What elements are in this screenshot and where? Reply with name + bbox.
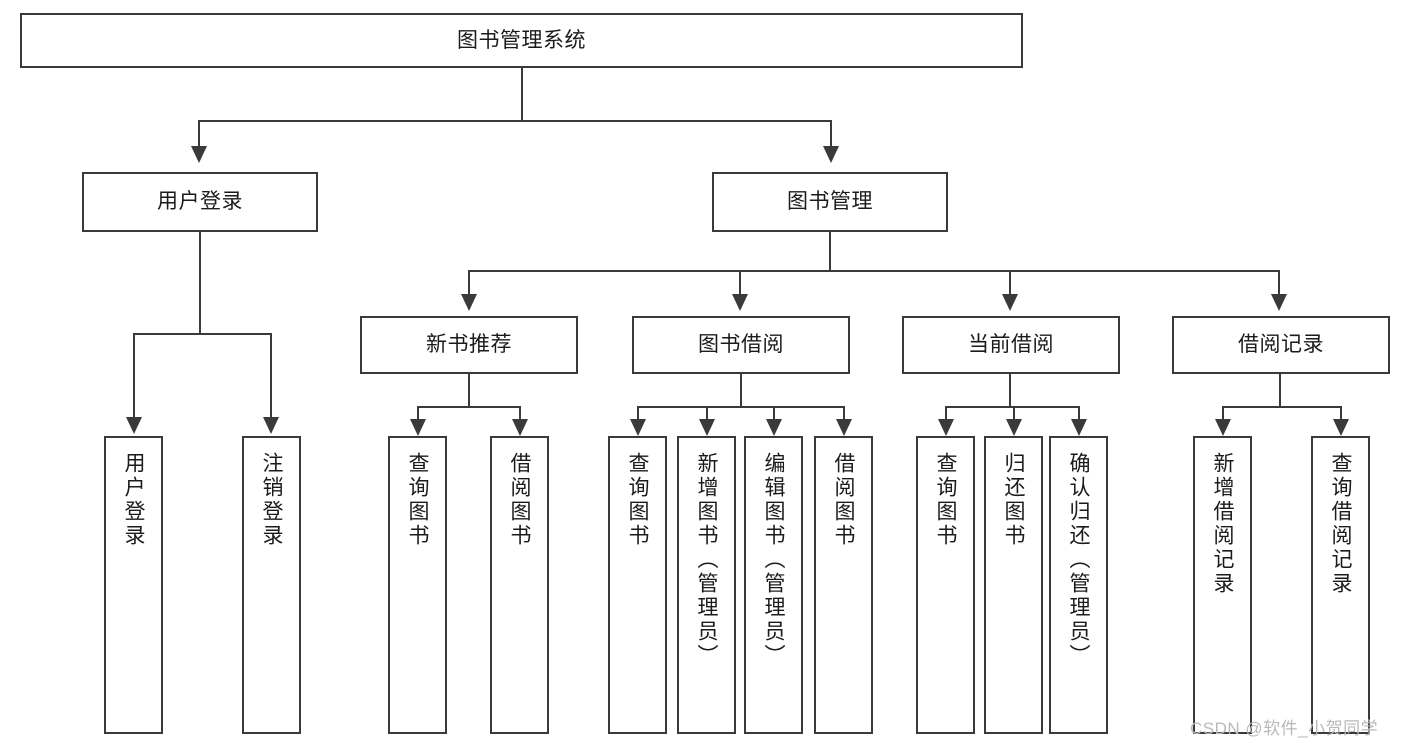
arrowhead-current-l1	[938, 419, 954, 436]
arrowhead-user-login-l1	[126, 417, 142, 434]
leaf-user-login-signout[interactable]: 注销登录	[242, 436, 301, 734]
connector-record-stem	[1279, 374, 1281, 406]
node-label: 归还图书	[1002, 452, 1025, 548]
leaf-borrow-edit-book-admin[interactable]: 编辑图书（管理员）	[744, 436, 803, 734]
connector-book-mgmt-bar	[468, 270, 1280, 272]
connector-borrow-l4	[843, 406, 845, 422]
arrowhead-borrow-l4	[836, 419, 852, 436]
connector-borrow-stem	[740, 374, 742, 406]
arrowhead-user-login-l2	[263, 417, 279, 434]
arrowhead-to-current	[1002, 294, 1018, 311]
node-label: 注销登录	[260, 452, 283, 548]
node-label: 借阅记录	[1238, 333, 1324, 357]
leaf-recommend-query-book[interactable]: 查询图书	[388, 436, 447, 734]
connector-root-to-book-mgmt	[830, 120, 832, 148]
leaf-recommend-borrow-book[interactable]: 借阅图书	[490, 436, 549, 734]
leaf-current-confirm-return-admin[interactable]: 确认归还（管理员）	[1049, 436, 1108, 734]
node-book-borrow[interactable]: 图书借阅	[632, 316, 850, 374]
node-label: 图书管理系统	[457, 28, 586, 52]
node-label: 查询图书	[406, 452, 429, 548]
arrowhead-borrow-l2	[699, 419, 715, 436]
node-book-management[interactable]: 图书管理	[712, 172, 948, 232]
connector-recommend-stem	[468, 374, 470, 406]
connector-borrow-l3	[773, 406, 775, 422]
node-borrow-record[interactable]: 借阅记录	[1172, 316, 1390, 374]
connector-root-to-user-login	[198, 120, 200, 148]
connector-recommend-l1	[417, 406, 419, 422]
arrowhead-current-l2	[1006, 419, 1022, 436]
connector-borrow-l1	[637, 406, 639, 422]
node-label: 图书借阅	[698, 333, 784, 357]
arrowhead-borrow-l1	[630, 419, 646, 436]
arrowhead-borrow-l3	[766, 419, 782, 436]
connector-root-bar	[198, 120, 832, 122]
leaf-record-add-record[interactable]: 新增借阅记录	[1193, 436, 1252, 734]
connector-current-l1	[945, 406, 947, 422]
connector-bm-to-recommend	[468, 270, 470, 296]
arrowhead-to-user-login	[191, 146, 207, 163]
connector-user-login-stem	[199, 232, 201, 333]
node-label: 新增图书（管理员）	[695, 452, 718, 668]
node-current-borrow[interactable]: 当前借阅	[902, 316, 1120, 374]
node-label: 用户登录	[157, 190, 243, 214]
connector-borrow-bar	[637, 406, 845, 408]
leaf-borrow-borrow-book[interactable]: 借阅图书	[814, 436, 873, 734]
node-label: 图书管理	[787, 190, 873, 214]
node-label: 当前借阅	[968, 333, 1054, 357]
node-new-book-recommend[interactable]: 新书推荐	[360, 316, 578, 374]
node-label: 借阅图书	[832, 452, 855, 548]
node-label: 借阅图书	[508, 452, 531, 548]
arrowhead-current-l3	[1071, 419, 1087, 436]
node-label: 查询图书	[934, 452, 957, 548]
connector-bm-to-borrow	[739, 270, 741, 296]
leaf-current-return-book[interactable]: 归还图书	[984, 436, 1043, 734]
connector-current-l2	[1013, 406, 1015, 422]
connector-bm-to-current	[1009, 270, 1011, 296]
connector-bm-to-record	[1278, 270, 1280, 296]
arrowhead-record-l2	[1333, 419, 1349, 436]
node-label: 新增借阅记录	[1211, 452, 1234, 596]
arrowhead-recommend-l2	[512, 419, 528, 436]
node-root-system[interactable]: 图书管理系统	[20, 13, 1023, 68]
node-label: 用户登录	[122, 452, 145, 548]
arrowhead-record-l1	[1215, 419, 1231, 436]
leaf-current-query-book[interactable]: 查询图书	[916, 436, 975, 734]
connector-current-bar	[945, 406, 1080, 408]
node-label: 新书推荐	[426, 333, 512, 357]
connector-record-bar	[1222, 406, 1342, 408]
connector-root-stem	[521, 68, 523, 120]
node-label: 编辑图书（管理员）	[762, 452, 785, 668]
node-label: 查询图书	[626, 452, 649, 548]
connector-current-stem	[1009, 374, 1011, 406]
arrowhead-to-borrow	[732, 294, 748, 311]
connector-record-l2	[1340, 406, 1342, 422]
leaf-user-login-signin[interactable]: 用户登录	[104, 436, 163, 734]
node-label: 确认归还（管理员）	[1067, 452, 1090, 668]
connector-recommend-l2	[519, 406, 521, 422]
connector-record-l1	[1222, 406, 1224, 422]
arrowhead-to-recommend	[461, 294, 477, 311]
connector-user-login-l1	[133, 333, 135, 419]
arrowhead-recommend-l1	[410, 419, 426, 436]
leaf-borrow-add-book-admin[interactable]: 新增图书（管理员）	[677, 436, 736, 734]
leaf-borrow-query-book[interactable]: 查询图书	[608, 436, 667, 734]
node-user-login[interactable]: 用户登录	[82, 172, 318, 232]
leaf-record-query-record[interactable]: 查询借阅记录	[1311, 436, 1370, 734]
arrowhead-to-book-mgmt	[823, 146, 839, 163]
arrowhead-to-record	[1271, 294, 1287, 311]
connector-user-login-l2	[270, 333, 272, 419]
connector-user-login-bar	[133, 333, 272, 335]
node-label: 查询借阅记录	[1329, 452, 1352, 596]
connector-recommend-bar	[417, 406, 521, 408]
connector-book-mgmt-stem	[829, 232, 831, 270]
connector-borrow-l2	[706, 406, 708, 422]
connector-current-l3	[1078, 406, 1080, 422]
